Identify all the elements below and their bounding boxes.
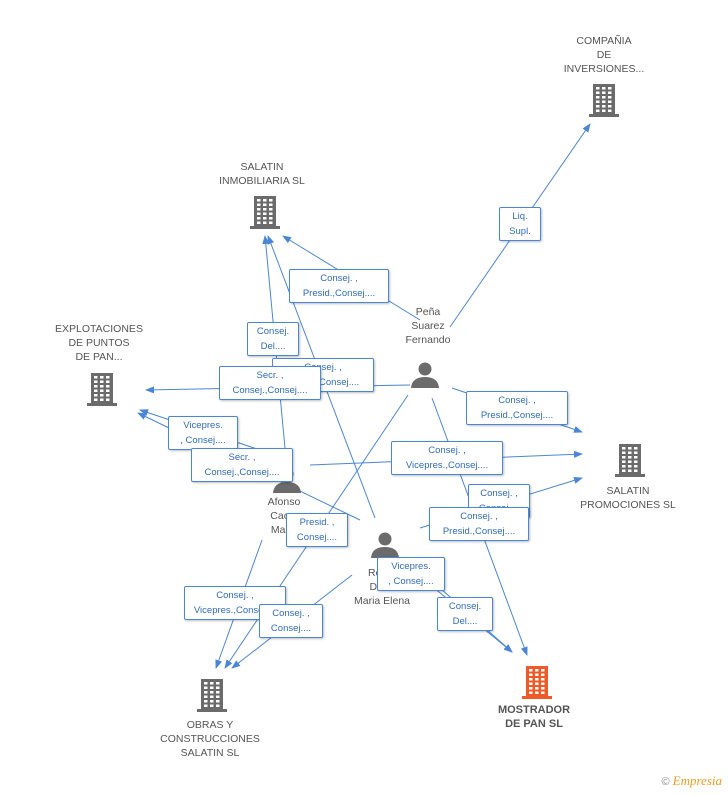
edge-label-line: Presid. ,	[299, 517, 335, 528]
edge-label-line: Supl.	[509, 226, 531, 237]
copyright-symbol: ©	[661, 776, 670, 788]
edge-label-afonso-explotaciones[interactable]: Vicepres. , Consej....	[168, 416, 238, 450]
pena-person-icon[interactable]	[411, 362, 439, 389]
node-label-line: COMPAÑIA	[576, 35, 632, 47]
node-label-line: PROMOCIONES SL	[580, 499, 676, 511]
edge-label-line: Consej. ,	[498, 395, 536, 406]
edge-label-pena-mostrador[interactable]: Consej. , Presid.,Consej....	[429, 507, 529, 541]
edge-label-rodriguez-mostrador[interactable]: Consej. Del....	[437, 597, 493, 631]
node-label-line: INMOBILIARIA SL	[219, 175, 305, 187]
node-label-line: DE PUNTOS	[68, 337, 130, 349]
edge-label-line: Vicepres.	[183, 420, 223, 431]
edge-label-rodriguez-explotaciones[interactable]: Secr. , Consej.,Consej....	[191, 448, 293, 482]
node-label-line: Peña	[415, 306, 441, 318]
node-label-line: Maria Elena	[353, 595, 411, 607]
edge-label-line: Secr. ,	[228, 452, 256, 463]
rodriguez-person-icon[interactable]	[371, 532, 399, 559]
edge-label-line: Vicepres.,Consej....	[193, 605, 277, 616]
edge-label-rodriguez-obras[interactable]: Consej. , Consej....	[259, 604, 323, 638]
edge-label-line: Consej.,Consej....	[204, 467, 280, 478]
edge-label-line: Consej. ,	[304, 362, 342, 373]
edge-label-pena-obras[interactable]: Presid. , Consej....	[286, 513, 348, 547]
mostrador-building-icon[interactable]	[522, 666, 552, 699]
edge-label-rodriguez-mostrador[interactable]: Vicepres. , Consej....	[377, 557, 445, 591]
edge-label-afonso-salatin_prom[interactable]: Consej. , Vicepres.,Consej....	[391, 441, 503, 475]
edge-label-line: Presid.,Consej....	[442, 526, 516, 537]
node-label-line: DE PAN...	[75, 351, 123, 363]
node-label-line: DE	[596, 49, 612, 61]
edge-label-line: Consej. ,	[428, 445, 466, 456]
node-label-line: Afonso	[267, 496, 301, 508]
edge-label-line: , Consej....	[388, 576, 434, 587]
node-label-line: SALATIN	[240, 161, 284, 173]
edge-label-line: Liq.	[512, 211, 528, 222]
salatin_inm-building-icon[interactable]	[250, 196, 280, 229]
node-label-line: DE PAN SL	[505, 718, 563, 730]
node-label-explotaciones[interactable]: EXPLOTACIONES DE PUNTOS DE PAN...	[39, 322, 159, 364]
edge-label-line: Vicepres.,Consej....	[405, 460, 489, 471]
edge-label-pena-salatin_inm[interactable]: Consej. , Presid.,Consej....	[289, 269, 389, 303]
node-label-line: MOSTRADOR	[497, 704, 571, 716]
edge-label-line: Consej. ,	[320, 273, 358, 284]
node-label-obras[interactable]: OBRAS Y CONSTRUCCIONES SALATIN SL	[145, 718, 275, 760]
obras-building-icon[interactable]	[197, 679, 227, 712]
node-label-line: Suarez	[411, 320, 445, 332]
node-label-line: Fernando	[405, 334, 451, 346]
node-label-line: OBRAS Y	[186, 719, 234, 731]
edge-label-line: Vicepres.	[391, 561, 431, 572]
edge-label-line: Consej....	[296, 532, 338, 543]
node-label-salatin_prom[interactable]: SALATIN PROMOCIONES SL	[568, 484, 688, 512]
node-label-mostrador[interactable]: MOSTRADOR DE PAN SL	[474, 703, 594, 731]
footer-brand: © Empresia	[661, 773, 722, 789]
edge-label-line: Presid.,Consej....	[286, 377, 360, 388]
edge-label-line: Consej.	[448, 601, 482, 612]
edge-label-line: Secr. ,	[256, 370, 284, 381]
node-label-line: SALATIN SL	[180, 747, 240, 759]
node-label-line: SALATIN	[606, 485, 650, 497]
node-label-line: EXPLOTACIONES	[55, 323, 143, 335]
explotaciones-building-icon[interactable]	[87, 373, 117, 406]
edge-label-line: Consej. ,	[216, 590, 254, 601]
compania-building-icon[interactable]	[589, 84, 619, 117]
edge-label-pena-compania[interactable]: Liq. Supl.	[499, 207, 541, 241]
node-label-line: CONSTRUCCIONES	[160, 733, 260, 745]
brand-logo-text: Empresia	[672, 773, 722, 788]
edge-label-line: Del....	[260, 341, 286, 352]
edge-label-line: Presid.,Consej....	[302, 288, 376, 299]
salatin_prom-building-icon[interactable]	[615, 444, 645, 477]
edge-label-line: Consej. ,	[480, 488, 518, 499]
node-label-salatin_inm[interactable]: SALATIN INMOBILIARIA SL	[202, 160, 322, 188]
node-label-compania[interactable]: COMPAÑIA DE INVERSIONES...	[549, 34, 659, 76]
edge-label-line: Consej.,Consej....	[232, 385, 308, 396]
edge-label-afonso-salatin_inm[interactable]: Consej. Del....	[247, 322, 299, 356]
edge-label-line: Presid.,Consej....	[480, 410, 554, 421]
edge-label-line: Consej.	[256, 326, 290, 337]
node-label-line: INVERSIONES...	[563, 63, 645, 75]
edge-label-line: , Consej....	[180, 435, 226, 446]
edge-label-line: Del....	[452, 616, 478, 627]
edge-label-pena-explotaciones[interactable]: Secr. , Consej.,Consej....	[219, 366, 321, 400]
edge-label-line: Consej. ,	[272, 608, 310, 619]
edge-label-line: Consej. ,	[460, 511, 498, 522]
edge-label-line: Consej....	[270, 623, 312, 634]
edge-label-pena-salatin_prom[interactable]: Consej. , Presid.,Consej....	[466, 391, 568, 425]
